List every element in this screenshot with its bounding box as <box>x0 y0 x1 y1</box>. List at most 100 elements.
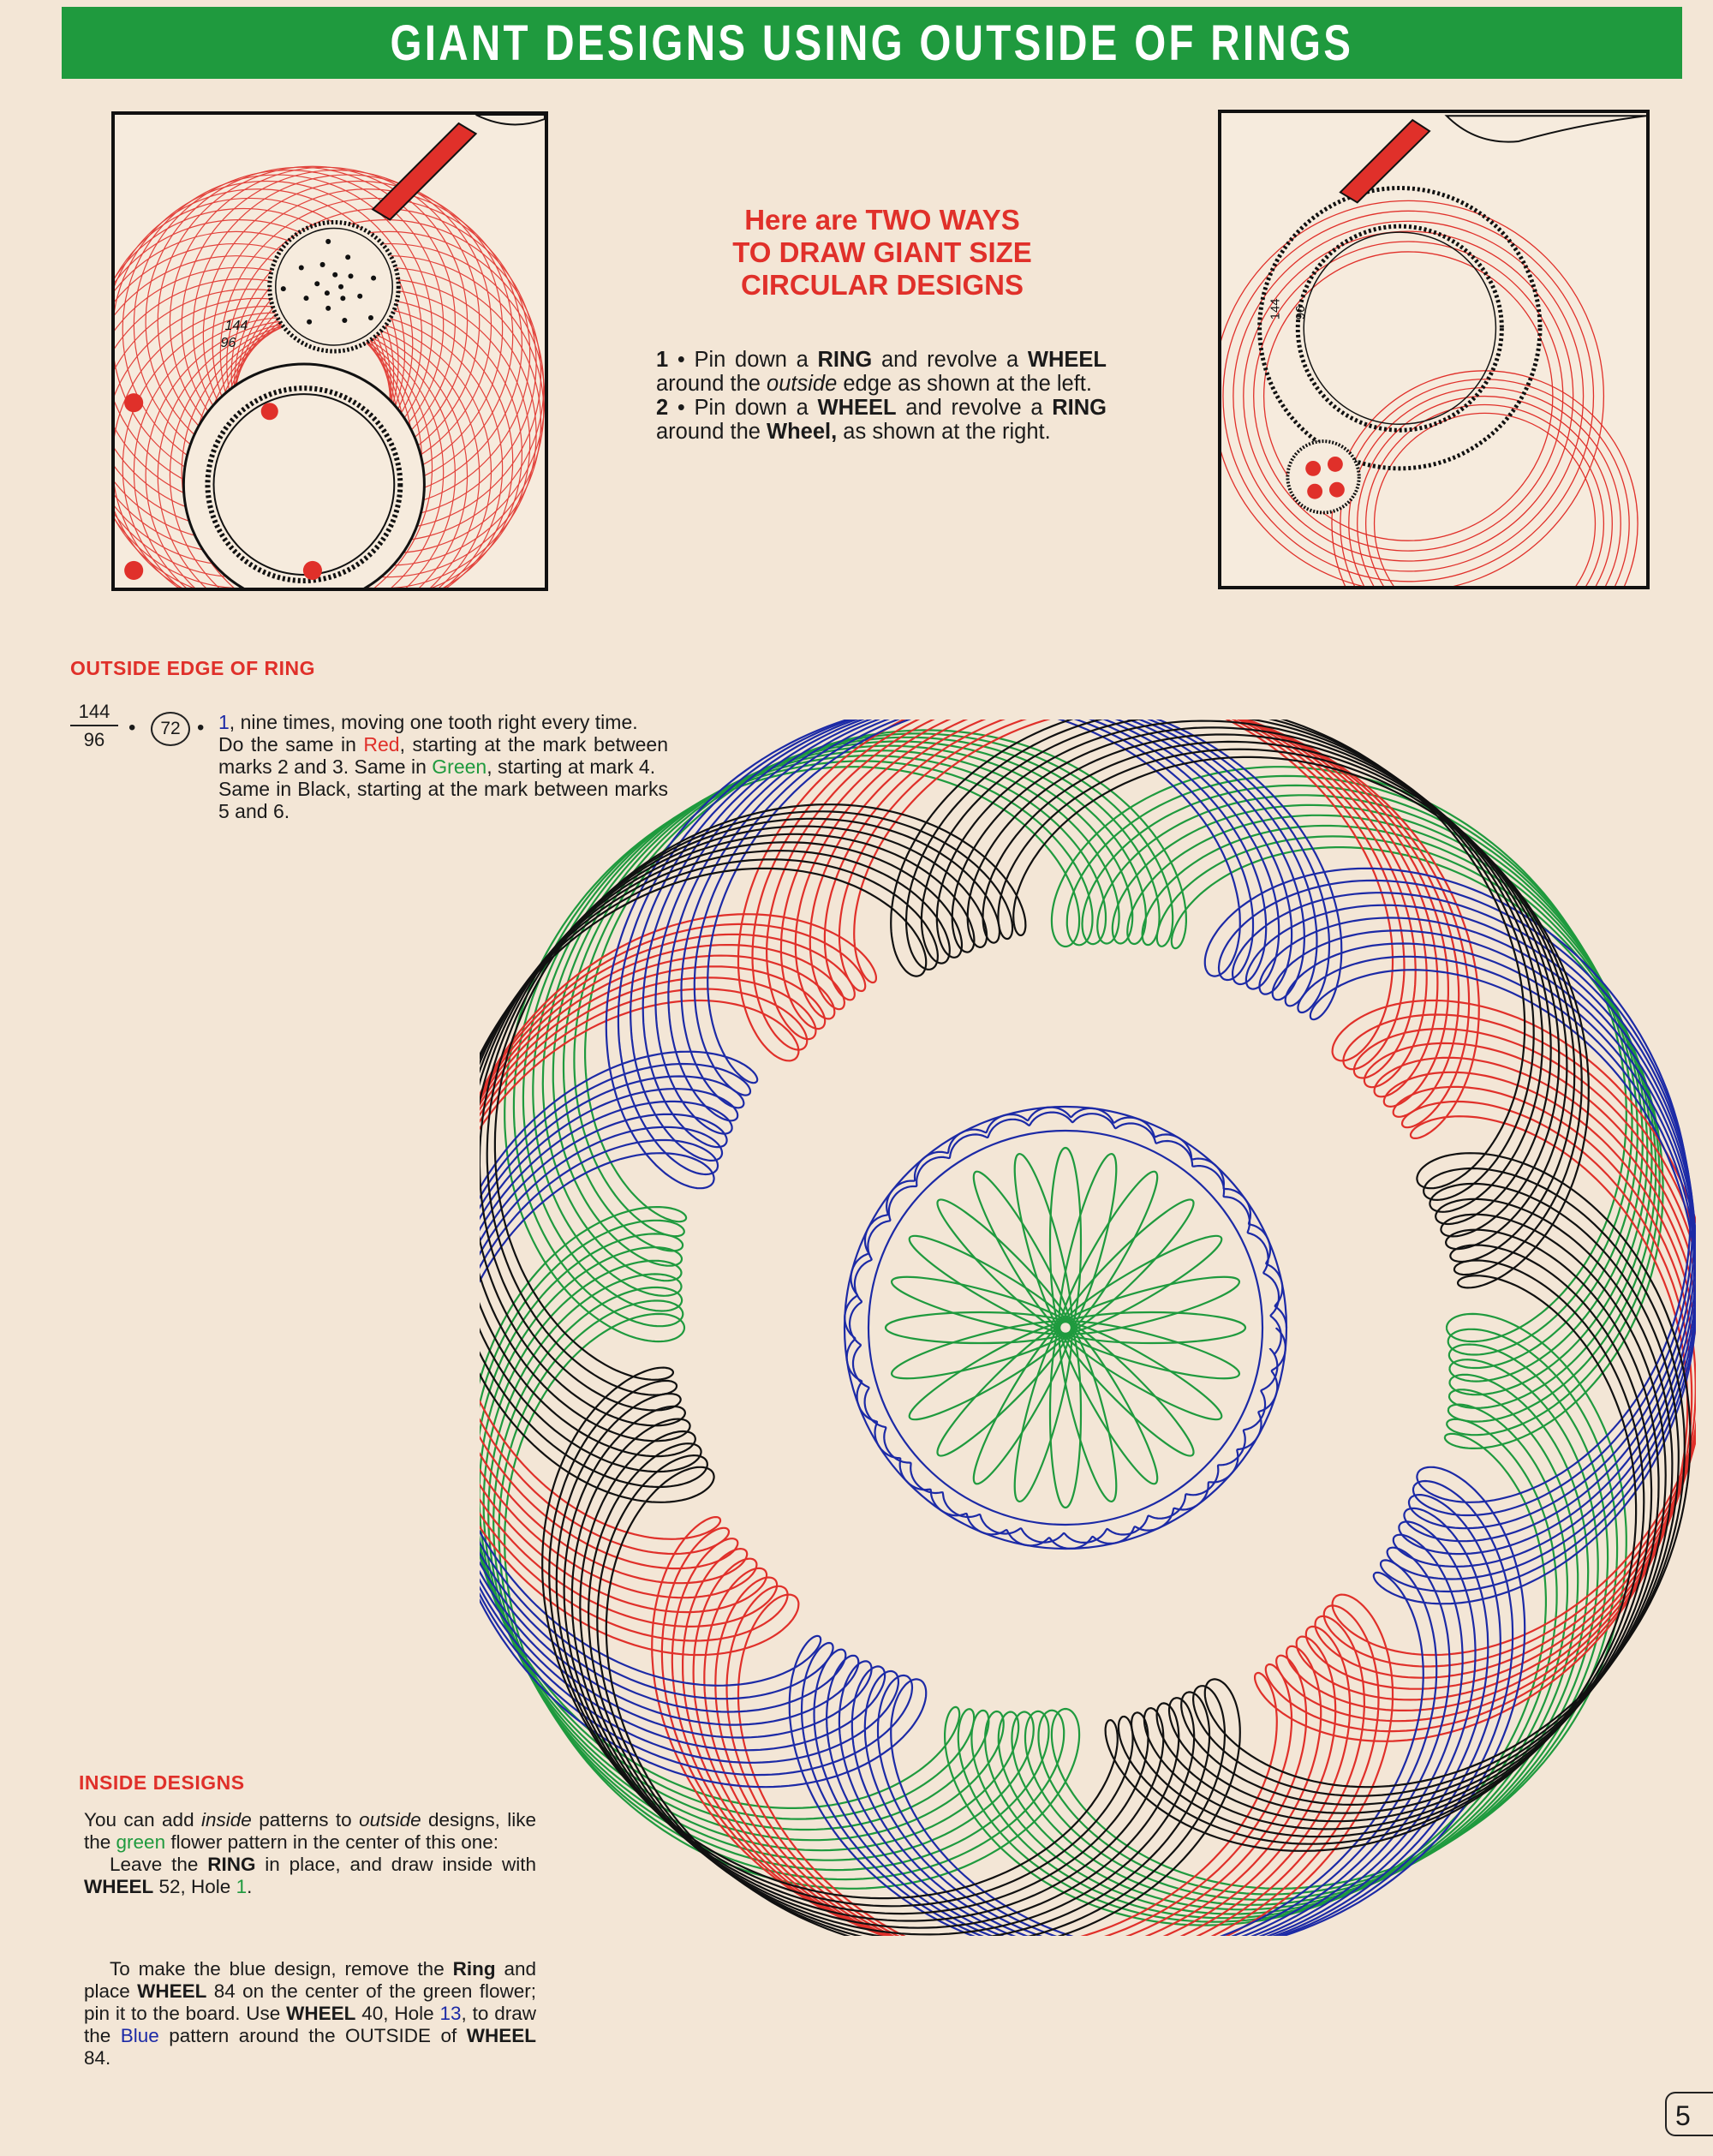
step-text: and revolve a <box>872 348 1028 372</box>
spiro-pass <box>480 720 1680 1936</box>
spiro-pass <box>504 766 1627 1890</box>
color-word-blue: Blue <box>120 2025 159 2046</box>
pin-dot <box>124 560 144 580</box>
pen-icon <box>1339 118 1431 204</box>
step-bold: RING <box>817 348 873 372</box>
ring-wheel-diagram-right: 144 96 <box>1221 115 1646 586</box>
spiro-pass <box>480 720 1686 1936</box>
instruction-paragraph: You can add inside patterns to outside d… <box>84 1809 536 1854</box>
step-text: and revolve a <box>896 396 1053 420</box>
instruction-text: 40, Hole <box>355 2003 440 2024</box>
pin-dot <box>1305 460 1322 476</box>
intro-steps: 1 • Pin down a RING and revolve a WHEEL … <box>656 348 1107 444</box>
outside-edge-instructions: 1, nine times, moving one tooth right ev… <box>218 711 668 822</box>
illustration-wheel-around-ring: 144 96 <box>111 111 548 591</box>
spiro-pass <box>492 755 1638 1901</box>
spiro-loop <box>1233 220 1585 572</box>
instruction-text: in place, and draw inside with <box>255 1854 537 1875</box>
wheel-hole <box>280 286 286 292</box>
instruction-text: . <box>247 1876 253 1897</box>
spiro-pass <box>480 720 1696 1936</box>
instruction-text: , nine times, moving one tooth right eve… <box>229 711 638 733</box>
bold-word: WHEEL <box>466 2025 536 2046</box>
wheel-hole <box>303 296 309 302</box>
spiro-pass <box>480 740 1653 1915</box>
ring-label-inner: 96 <box>221 335 236 350</box>
instruction-text: Same in Black, starting at the mark betw… <box>218 778 668 822</box>
ring-inner-size: 96 <box>83 729 105 750</box>
spiro-loop <box>1373 412 1597 586</box>
blue-inner-ring <box>843 1105 1288 1550</box>
wheel-hole <box>324 290 330 296</box>
spiro-pass <box>480 720 1695 1936</box>
ring-inner-edge <box>212 393 396 576</box>
spiro-pass <box>480 720 1696 1936</box>
ring-wheel-diagram-left: 144 96 <box>115 115 545 588</box>
spiro-pass <box>498 760 1633 1896</box>
bold-word: Ring <box>452 1958 496 1980</box>
instruction-text: To make the blue design, remove the <box>110 1958 453 1980</box>
step-number: 1 <box>656 348 669 372</box>
spiro-pass <box>480 733 1660 1922</box>
wheel-hole <box>338 284 344 290</box>
bullet: • <box>197 716 205 739</box>
instruction-text: Leave the <box>110 1854 208 1875</box>
pin-dot <box>260 403 278 421</box>
title-banner: GIANT DESIGNS USING OUTSIDE OF RINGS <box>62 7 1682 79</box>
instruction-text: 52, Hole <box>153 1876 236 1897</box>
instruction-text: 84. <box>84 2047 111 2069</box>
spiro-loop <box>1357 395 1613 586</box>
intro-heading: Here are TWO WAYS TO DRAW GIANT SIZE CIR… <box>668 204 1096 302</box>
spiro-pass <box>480 720 1696 1936</box>
inside-designs-instructions: You can add inside patterns to outside d… <box>84 1809 536 1898</box>
spiro-pass <box>480 740 1653 1915</box>
step-2: 2 • Pin down a WHEEL and revolve a RING … <box>656 396 1107 444</box>
wheel-hole <box>325 238 331 244</box>
instruction-text: and place <box>84 1958 536 2002</box>
instruction-text: designs, like the <box>84 1809 536 1853</box>
inside-designs-title: INSIDE DESIGNS <box>79 1771 245 1794</box>
bold-word: RING <box>207 1854 256 1875</box>
step-text: around the <box>656 372 767 396</box>
wheel-hole <box>319 261 325 267</box>
spiro-pass <box>480 729 1664 1926</box>
instruction-text: You can add <box>84 1809 201 1831</box>
spiro-pass <box>480 720 1689 1936</box>
wheel-hole <box>332 272 338 278</box>
spiro-loop <box>1365 403 1605 586</box>
wheel-hole <box>314 281 320 287</box>
wheel-hole <box>345 254 351 260</box>
spiro-pass <box>480 720 1696 1936</box>
inner-ring-pass <box>844 1106 1288 1550</box>
wheel-gear <box>1286 439 1361 515</box>
spiro-loop <box>1340 379 1630 586</box>
bullet: • <box>128 716 136 739</box>
hand-icon <box>475 115 545 126</box>
wheel-hole <box>340 296 346 302</box>
spiro-pass <box>480 720 1696 1936</box>
wheel-hole <box>371 275 377 281</box>
wheel-hole <box>367 314 373 320</box>
spiro-pass <box>480 732 1661 1923</box>
wheel-holes <box>280 238 377 325</box>
inner-ring-edge <box>867 1129 1264 1526</box>
step-text: as shown at the right. <box>837 420 1051 444</box>
spiro-pass <box>480 720 1696 1936</box>
instruction-text: , to draw the <box>84 2003 536 2046</box>
pen-icon <box>371 122 478 221</box>
instruction-line: 1, nine times, moving one tooth right ev… <box>218 711 668 733</box>
spiro-pass <box>480 720 1692 1936</box>
intro-heading-line: Here are TWO WAYS <box>744 204 1020 236</box>
step-text: Pin down a <box>684 348 818 372</box>
page-number: 5 <box>1665 2092 1713 2136</box>
pin-dot <box>1328 481 1345 498</box>
bold-word: WHEEL <box>286 2003 356 2024</box>
green-flower <box>884 1146 1247 1509</box>
spiro-pass <box>486 748 1645 1908</box>
wheel-number-circle: 72 <box>151 712 190 746</box>
color-word-green: green <box>116 1831 166 1853</box>
instruction-paragraph: Leave the RING in place, and draw inside… <box>84 1854 536 1898</box>
instruction-line: Do the same in Red, starting at the mark… <box>218 733 668 778</box>
red-ring-pattern <box>480 720 1696 1936</box>
inner-ring-edge <box>843 1105 1288 1550</box>
